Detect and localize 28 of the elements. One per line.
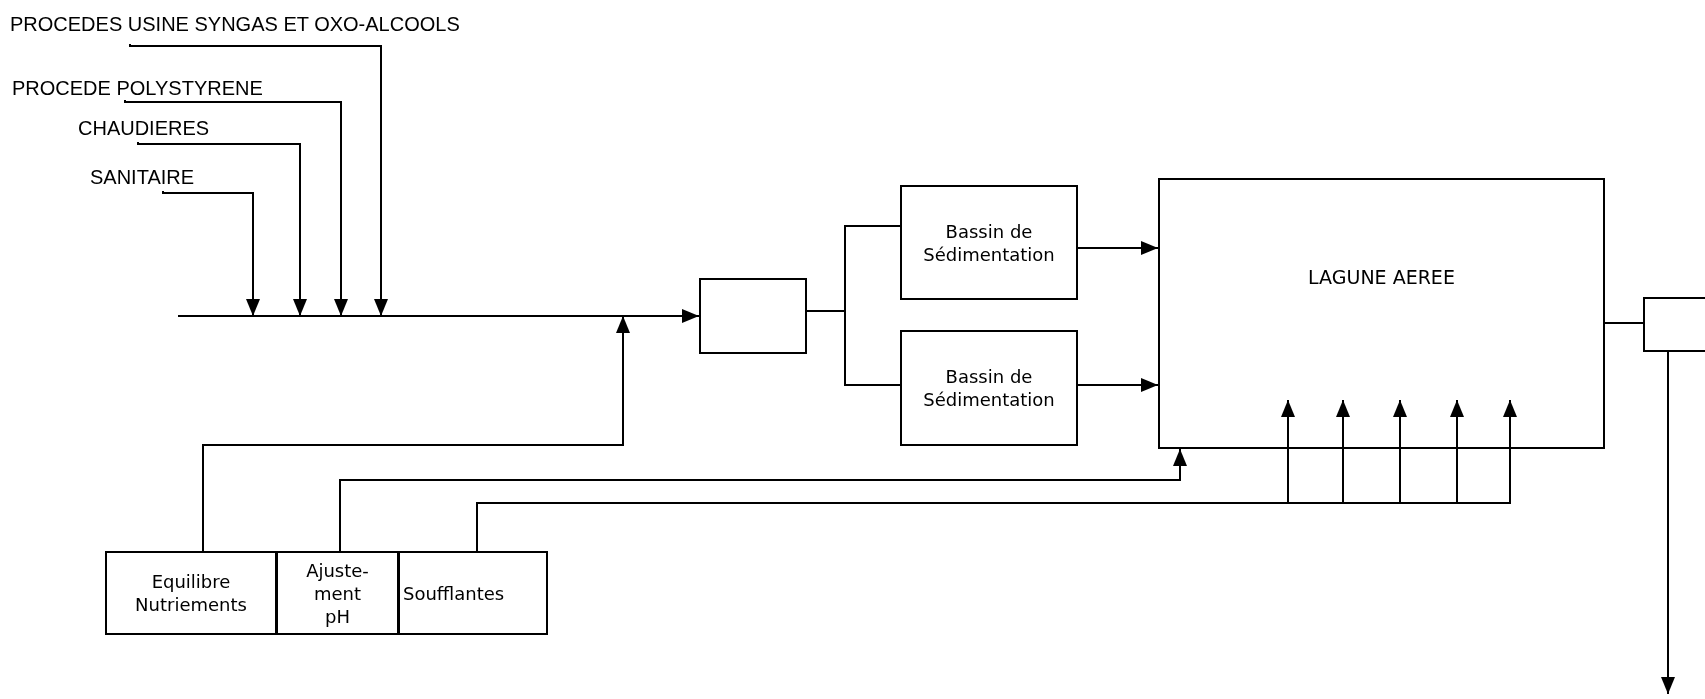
- box-label: Equilibre Nutriements: [134, 570, 248, 616]
- flow-arrow: [124, 99, 348, 317]
- process-box: [900, 330, 1078, 446]
- flow-arrow: [1077, 241, 1159, 255]
- process-box: [398, 551, 548, 635]
- source-label: PROCEDE POLYSTYRENE: [12, 76, 282, 100]
- box-label: LAGUNE AEREE: [1308, 266, 1455, 289]
- box-label: Bassin de Sédimentation: [922, 219, 1056, 266]
- flow-arrow: [129, 43, 388, 317]
- box-label: Bassin de Sédimentation: [922, 365, 1056, 411]
- flow-arrow: [339, 448, 1187, 552]
- flow-arrow: [162, 190, 260, 317]
- process-box: [105, 551, 277, 635]
- box-label: Soufflantes: [403, 581, 505, 605]
- flow-arrow: [1661, 351, 1675, 695]
- flow-arrow: [202, 315, 630, 552]
- flow-arrow: [1077, 378, 1159, 392]
- pipe-line: [1604, 322, 1644, 324]
- box-label: Ajuste- ment pH: [305, 558, 370, 628]
- process-box: [276, 551, 399, 635]
- process-box: [900, 185, 1078, 300]
- lagoon-box: [1158, 178, 1605, 449]
- flow-arrow: [137, 141, 307, 317]
- source-label: SANITAIRE: [90, 165, 210, 191]
- flow-arrow: [177, 309, 700, 323]
- source-label: PROCEDES USINE SYNGAS ET OXO-ALCOOLS: [10, 12, 550, 44]
- process-box: [699, 278, 807, 354]
- source-label: CHAUDIERES: [78, 116, 218, 142]
